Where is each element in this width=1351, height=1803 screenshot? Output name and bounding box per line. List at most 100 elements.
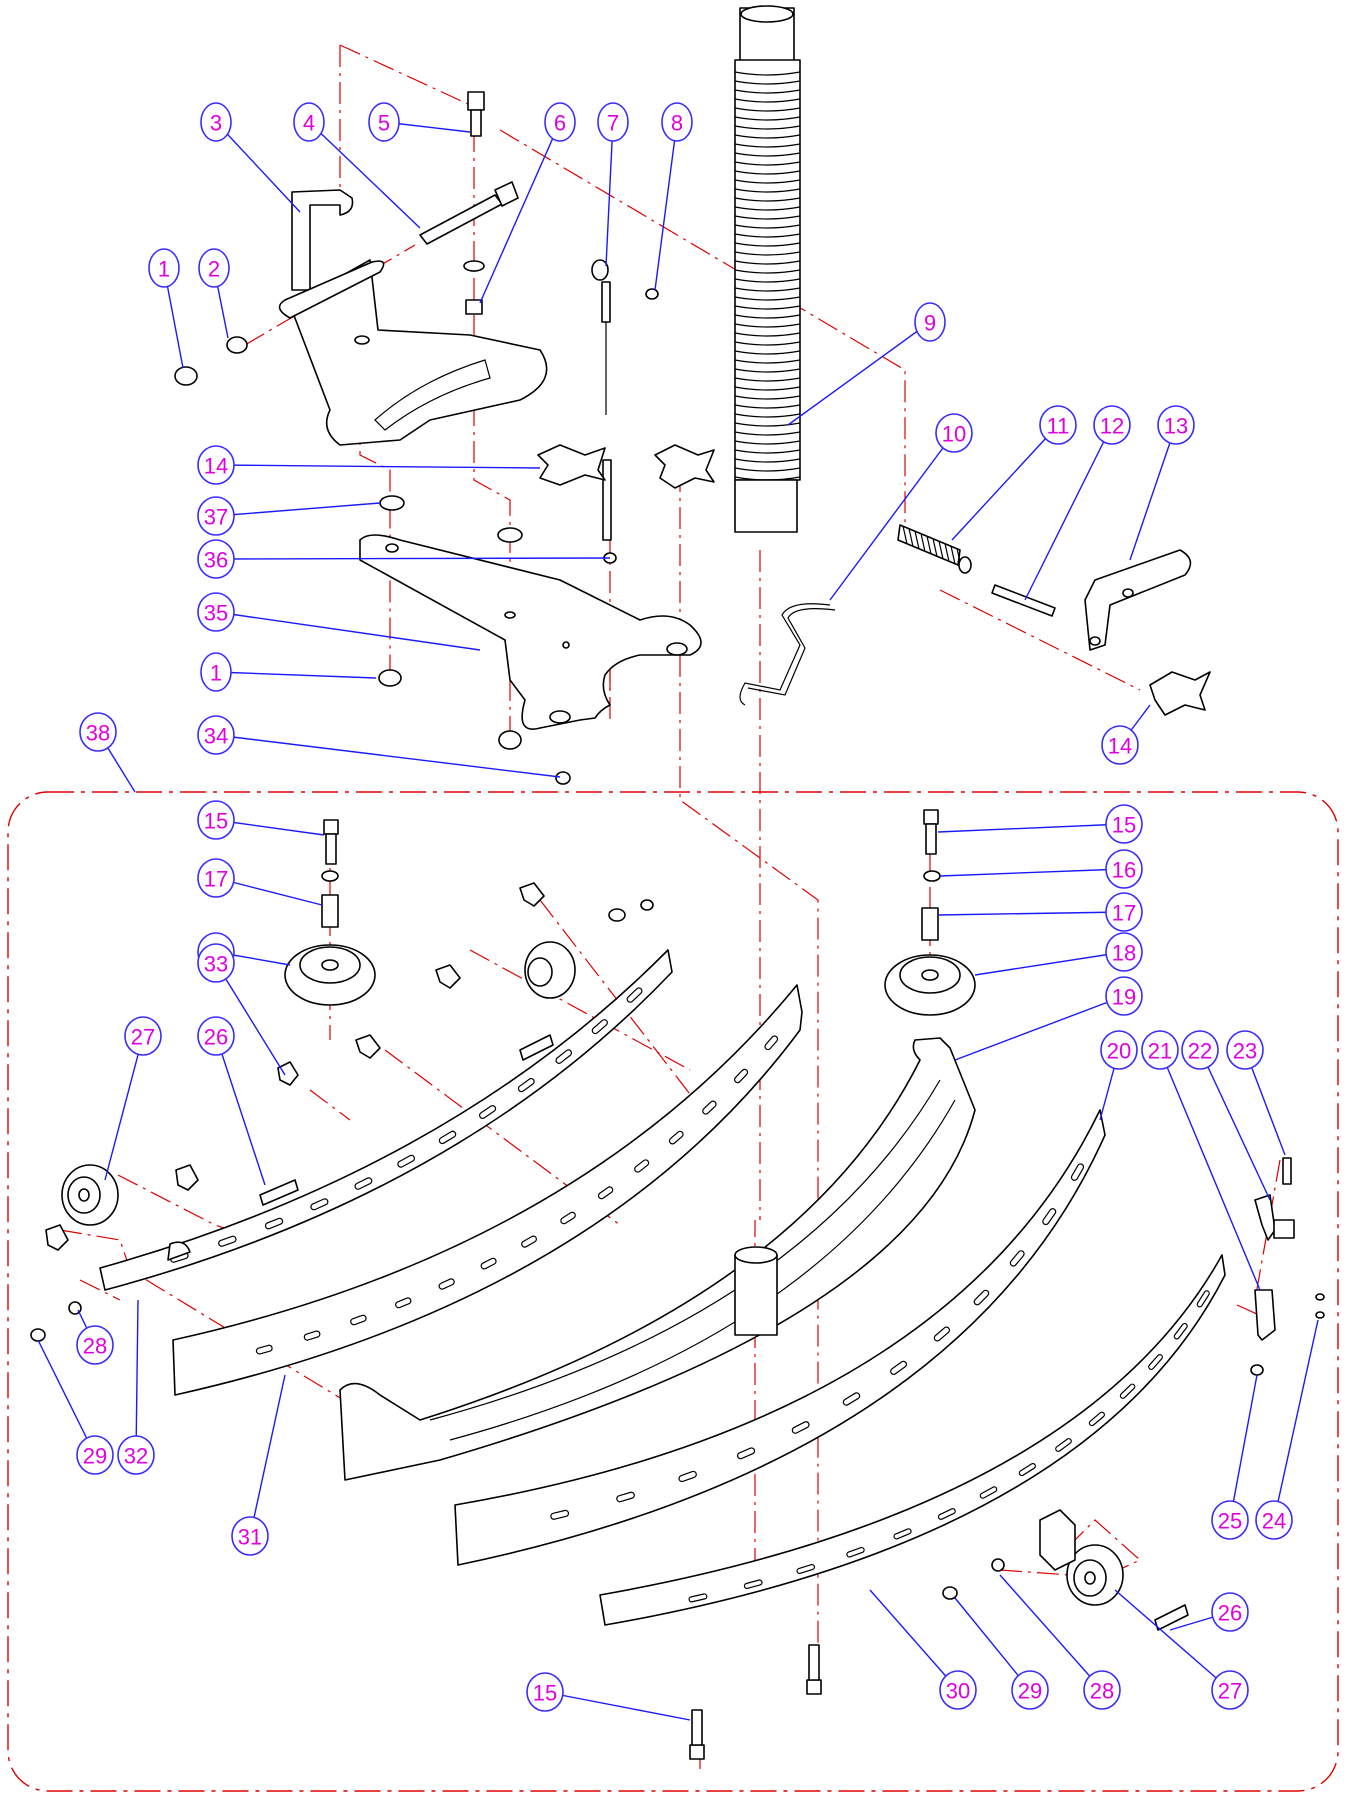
callout-balloon [1141,1030,1179,1070]
leader-line [1199,1049,1271,1201]
callout-balloon [197,858,235,898]
callout-7: 7 [597,102,629,267]
leader-line [1229,1374,1258,1521]
wire-10 [739,603,836,706]
callout-balloon [76,1435,114,1475]
callout-number: 29 [83,1444,107,1469]
callout-number: 3 [210,111,222,136]
callout-26: 26 [1169,1592,1249,1632]
bracket-3 [278,189,548,446]
callout-balloon [1101,725,1139,765]
callout-number: 1 [210,661,222,686]
callout-number: 7 [607,111,619,136]
callout-9: 9 [787,302,946,426]
callout-number: 31 [238,1525,262,1550]
callout-balloon [1211,1670,1249,1710]
callout-balloon [935,413,973,453]
assembly-center-lines [59,44,1281,1770]
leader-line [215,1035,266,1186]
callout-number: 23 [1233,1039,1257,1064]
washer-16 [321,870,941,882]
callout-number: 8 [671,111,683,136]
callout-number: 28 [83,1334,107,1359]
wheels-27 [61,1164,1124,1606]
callout-21: 21 [1141,1030,1261,1291]
leader-line [215,502,381,517]
callout-layer: 1234567891011121314143736351343815171833… [37,102,1319,1721]
squeegee-frame-19 [339,1037,976,1481]
callout-5: 5 [368,102,471,142]
callout-number: 32 [124,1444,148,1469]
callout-balloon [79,712,117,752]
leader-line [974,951,1125,976]
callout-balloon [197,445,235,485]
callout-38: 38 [79,712,136,793]
callout-number: 30 [946,1679,970,1704]
spring-coils [902,525,962,567]
callout-number: 26 [1218,1601,1242,1626]
callout-number: 34 [204,724,228,749]
callout-number: 28 [1090,1679,1114,1704]
callout-28: 28 [76,1309,114,1365]
callout-balloon [1181,1030,1219,1070]
leader-line [654,121,678,291]
blade-30 [599,1254,1226,1626]
callout-number: 14 [204,454,228,479]
callout-32: 32 [117,1299,155,1475]
callout-36: 36 [197,539,611,579]
leader-line [104,1035,144,1181]
callout-balloon [197,539,235,579]
callout-balloon [1039,405,1077,445]
callout-balloon [544,102,576,142]
leader-line [954,1597,1031,1691]
callout-balloon [1083,1670,1121,1710]
blade-32 [99,949,673,1291]
leader-line [215,962,286,1076]
callout-13: 13 [1129,405,1195,561]
callout-34: 34 [197,715,561,778]
callout-number: 33 [204,952,228,977]
callout-balloon [1211,1500,1249,1540]
callout-number: 38 [86,721,110,746]
callout-23: 23 [1226,1030,1286,1156]
blade-20-slots [550,1163,1085,1520]
leader-line [937,823,1125,833]
callout-balloon [148,248,180,288]
callout-8: 8 [654,102,693,291]
leader-line [215,464,541,469]
leader-line [999,1574,1103,1691]
callout-number: 15 [204,809,228,834]
nut-8 [645,288,659,300]
callout-number: 10 [942,422,966,447]
callout-balloon [526,1672,564,1712]
callout-11: 11 [951,405,1077,541]
callout-balloon [1105,892,1143,932]
callout-number: 15 [1112,813,1136,838]
callout-2: 2 [198,248,230,339]
leader-line [937,911,1125,916]
callout-4: 4 [293,102,421,229]
callout-number: 17 [1112,901,1136,926]
callout-balloon [597,102,629,142]
callout-balloon [1211,1592,1249,1632]
leader-line [951,424,1059,541]
leader-line [1129,424,1177,561]
leader-line [215,734,561,778]
clamp-21-22 [1254,1194,1295,1341]
callout-balloon [200,652,232,692]
callout-26: 26 [197,1016,266,1186]
callout-balloon [197,800,235,840]
callout-balloon [200,102,232,142]
callout-20: 20 [1099,1030,1138,1121]
callout-balloon [914,302,946,342]
callout-15: 15 [197,800,325,840]
callout-number: 2 [208,257,220,282]
leader-line [1159,1049,1261,1291]
callout-balloon [661,102,693,142]
callout-28: 28 [999,1574,1121,1710]
callout-number: 4 [303,111,315,136]
callout-balloon [1157,405,1195,445]
leader-line [605,121,614,267]
